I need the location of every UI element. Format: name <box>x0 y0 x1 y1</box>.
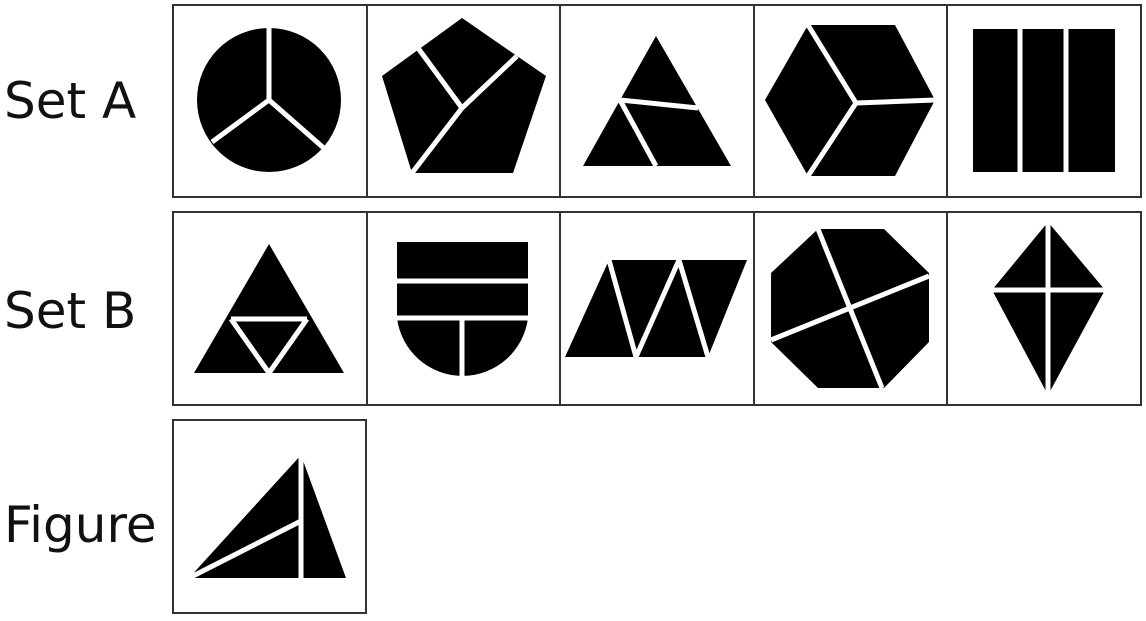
row-label-figure: Figure <box>4 496 157 554</box>
set-a-cell-4 <box>753 4 948 198</box>
row-label-set-a: Set A <box>4 72 137 130</box>
figure-cell <box>172 419 367 614</box>
set-b-cell-2 <box>366 211 561 406</box>
set-b-cell-3 <box>559 211 755 406</box>
right-triangle-shape <box>187 455 346 581</box>
pentagon-shape <box>382 18 546 175</box>
parallelogram-shape <box>565 258 747 359</box>
octagon-shape <box>770 228 930 389</box>
triangle-shape <box>583 36 731 168</box>
kite-shape <box>992 222 1105 395</box>
set-b-cell-1 <box>172 211 368 406</box>
circle-shape <box>197 28 341 172</box>
shield-shape <box>397 242 528 384</box>
set-a-cell-3 <box>559 4 755 198</box>
triangle-shape <box>194 244 344 375</box>
row-label-set-b: Set B <box>4 282 137 340</box>
hexagon-shape <box>765 23 936 178</box>
rectangle-shape <box>973 29 1115 172</box>
set-b-cell-5 <box>946 211 1142 406</box>
set-a-cell-5 <box>946 4 1142 198</box>
set-a-cell-2 <box>366 4 561 198</box>
set-a-cell-1 <box>172 4 368 198</box>
set-b-cell-4 <box>753 211 948 406</box>
